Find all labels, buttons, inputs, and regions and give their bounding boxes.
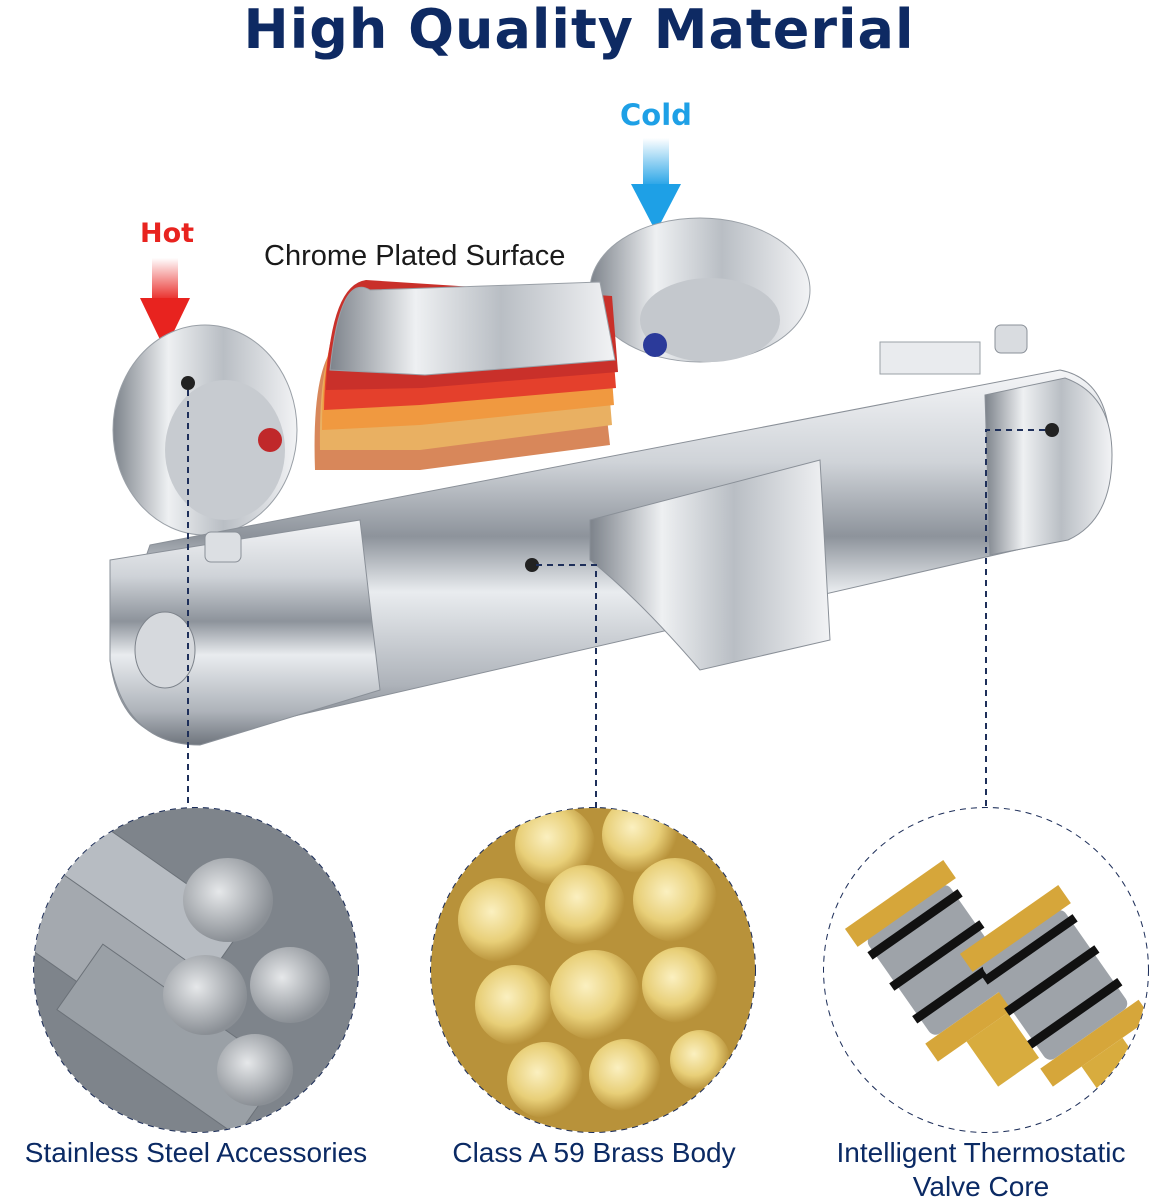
hot-arrow-icon [140, 258, 190, 350]
chrome-layers-illustration [314, 280, 618, 470]
valve-cores-image [824, 808, 1148, 1132]
brass-rods-image [431, 808, 755, 1132]
brass-caption: Class A 59 Brass Body [452, 1137, 736, 1168]
valve-caption-line1: Intelligent Thermostatic [836, 1137, 1126, 1168]
cold-arrow-icon [631, 138, 681, 232]
steel-caption: Stainless Steel Accessories [24, 1137, 368, 1168]
valve-caption: Intelligent Thermostatic Valve Core [804, 1136, 1158, 1204]
valve-caption-line2: Valve Core [912, 1171, 1050, 1202]
cold-label: Cold [620, 98, 692, 132]
steel-rods-image [34, 808, 358, 1132]
page-title: High Quality Material [243, 0, 915, 61]
chrome-surface-label: Chrome Plated Surface [264, 240, 566, 272]
thermostatic-faucet [109, 217, 1113, 746]
hot-label: Hot [140, 218, 195, 249]
